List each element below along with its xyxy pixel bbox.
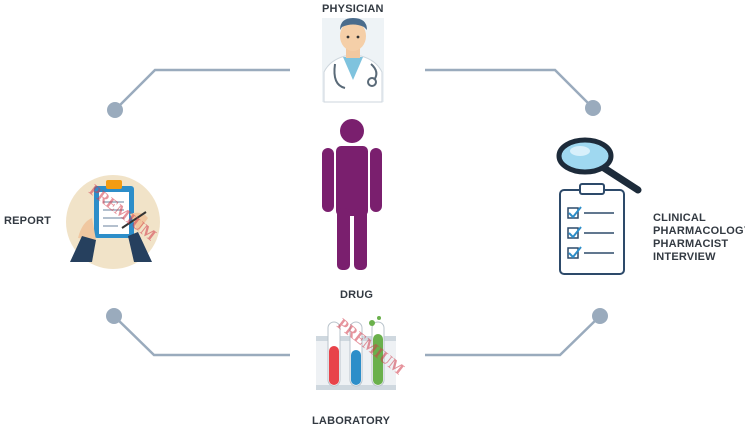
connector-dot-bottom-right <box>592 308 608 324</box>
label-report: REPORT <box>4 215 52 227</box>
label-clinical-line-4: INTERVIEW <box>653 251 716 263</box>
label-laboratory: LABORATORY <box>312 415 391 427</box>
connector-bottom-right <box>425 315 601 357</box>
physician-icon <box>322 18 384 103</box>
connector-dot-top-left <box>107 102 123 118</box>
connector-top-left <box>114 68 290 111</box>
connector-dot-top-right <box>585 100 601 116</box>
connector-dot-bottom-left <box>106 308 122 324</box>
connector-top-right <box>425 68 594 109</box>
connector-bottom-left <box>113 315 290 357</box>
label-clinical-line-1: CLINICAL <box>653 212 706 224</box>
label-physician: PHYSICIAN <box>322 3 384 15</box>
report-clipboard-icon <box>66 175 160 269</box>
label-clinical-line-3: PHARMACIST <box>653 238 729 250</box>
laboratory-test-tubes-icon <box>316 316 396 390</box>
label-clinical-pharmacology: CLINICAL PHARMACOLOGY/ PHARMACIST INTERV… <box>653 212 745 264</box>
label-clinical-line-2: PHARMACOLOGY/ <box>653 225 745 237</box>
magnifier-checklist-icon <box>556 137 642 275</box>
drug-person-icon <box>322 119 382 270</box>
label-drug: DRUG <box>340 289 374 301</box>
